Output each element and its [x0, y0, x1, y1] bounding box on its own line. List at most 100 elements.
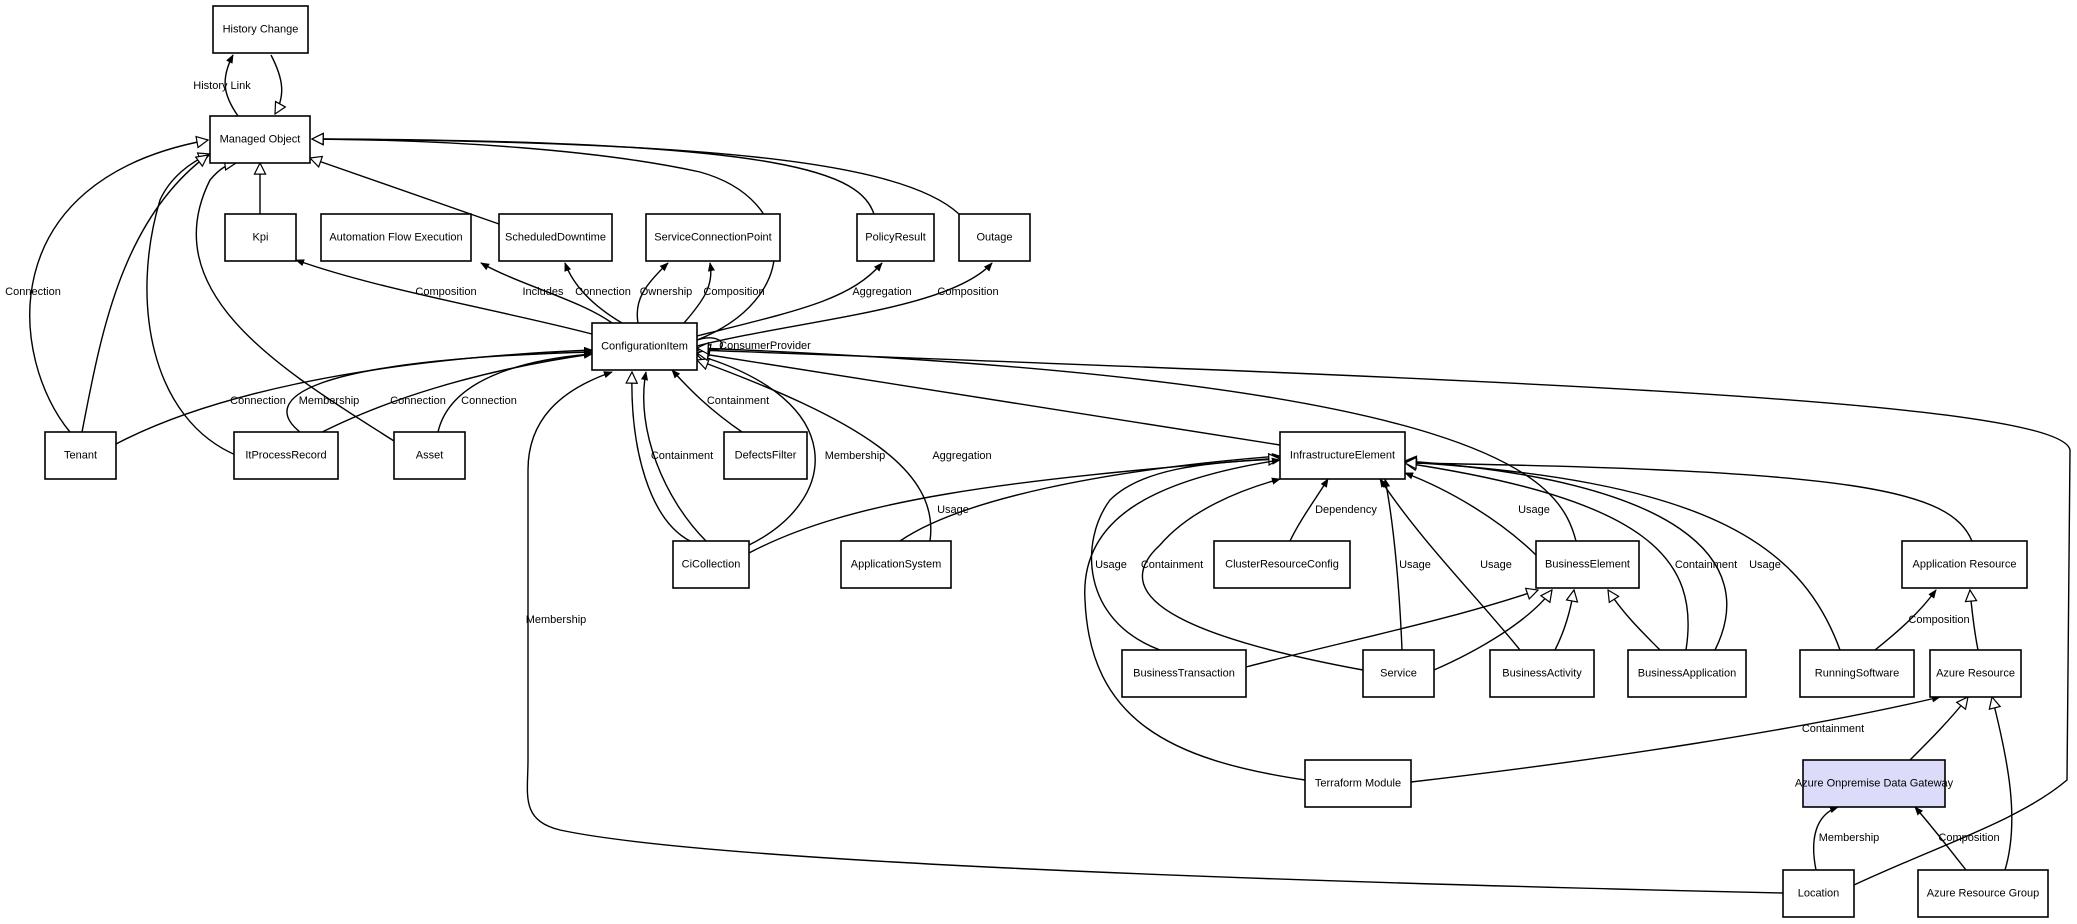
edge-line	[1090, 459, 1280, 651]
node-tenant[interactable]: Tenant	[44, 431, 117, 480]
edge-line	[640, 371, 707, 542]
edge-line	[1289, 478, 1329, 542]
node-box	[44, 431, 117, 480]
node-azure-gateway[interactable]: Azure Onpremise Data Gateway	[1795, 759, 1954, 808]
edge-ci-automation	[480, 262, 613, 324]
node-box	[1121, 649, 1247, 698]
edge-line	[683, 262, 715, 324]
node-running-software[interactable]: RunningSoftware	[1799, 649, 1915, 698]
node-label: DefectsFilter	[735, 449, 797, 461]
node-label: CiCollection	[682, 558, 741, 570]
edge-cluster-dependency	[1289, 478, 1329, 542]
node-label: ConfigurationItem	[601, 340, 688, 352]
edge-line	[1245, 590, 1538, 668]
node-label: History Change	[223, 23, 299, 35]
edge-line	[1410, 695, 1941, 783]
node-business-transaction[interactable]: BusinessTransaction	[1121, 649, 1247, 698]
node-label: Kpi	[253, 231, 269, 243]
node-label: Service	[1380, 667, 1417, 679]
node-kpi[interactable]: Kpi	[224, 213, 297, 262]
node-box	[1304, 759, 1412, 808]
edge-runningsoftware-composition	[1874, 589, 1937, 651]
node-business-application[interactable]: BusinessApplication	[1627, 649, 1747, 698]
node-policy-result[interactable]: PolicyResult	[856, 213, 935, 262]
node-service[interactable]: Service	[1362, 649, 1435, 698]
node-box	[1929, 649, 2022, 698]
edge-gateway-inherits	[1909, 697, 1968, 761]
node-history-change[interactable]: History Change	[212, 5, 309, 54]
node-cluster-resource-config[interactable]: ClusterResourceConfig	[1213, 540, 1351, 589]
node-azure-resource-group[interactable]: Azure Resource Group	[1917, 869, 2049, 918]
edge-line	[1405, 463, 1689, 651]
edge-tenant-connection	[81, 155, 208, 433]
edge-itprocess-ci	[286, 348, 593, 433]
node-box	[958, 213, 1031, 262]
edge-label: Containment	[1675, 559, 1737, 571]
node-configuration-item[interactable]: ConfigurationItem	[591, 322, 698, 371]
node-box	[1901, 540, 2028, 589]
node-label: Azure Resource	[1936, 667, 2015, 679]
node-ci-collection[interactable]: CiCollection	[672, 540, 750, 589]
node-terraform-module[interactable]: Terraform Module	[1304, 759, 1412, 808]
node-box	[856, 213, 935, 262]
edge-defects-ci	[671, 369, 743, 433]
edge-label: Composition	[1938, 832, 1999, 844]
node-box	[1799, 649, 1915, 698]
edge-line	[1405, 462, 1841, 651]
edge-label: Includes	[523, 286, 564, 298]
edge-runningsoftware-infra	[1405, 462, 1841, 651]
edge-service-inherits	[1433, 590, 1552, 671]
node-application-resource[interactable]: Application Resource	[1901, 540, 2028, 589]
node-infrastructure-element[interactable]: InfrastructureElement	[1279, 431, 1406, 480]
node-label: BusinessApplication	[1638, 667, 1736, 679]
node-defects-filter[interactable]: DefectsFilter	[723, 431, 808, 480]
edge-line	[146, 154, 239, 457]
edge-label: Usage	[1518, 504, 1550, 516]
edge-cicollection-inherits	[632, 372, 691, 542]
node-box	[1213, 540, 1351, 589]
edge-label: Composition	[415, 286, 476, 298]
node-service-connection-point[interactable]: ServiceConnectionPoint	[645, 213, 781, 262]
edge-line	[697, 355, 816, 546]
node-managed-object[interactable]: Managed Object	[209, 115, 311, 164]
node-automation-flow[interactable]: Automation Flow Execution	[320, 213, 472, 262]
edge-bizapp-usage	[1405, 461, 1728, 651]
edge-line	[195, 163, 409, 451]
edge-ci-scheduled	[564, 262, 623, 324]
edge-group-gateway	[1914, 806, 1967, 871]
edge-policy-inherits	[312, 139, 875, 215]
edge-bizapp-inherits	[1608, 590, 1661, 651]
node-location[interactable]: Location	[1782, 869, 1855, 918]
edge-azure-inherits	[1970, 590, 1979, 651]
edge-line	[29, 140, 208, 433]
edge-label: Connection	[575, 286, 631, 298]
edge-line	[1874, 589, 1937, 651]
edge-label: Usage	[1399, 559, 1431, 571]
edge-line	[1141, 477, 1364, 671]
node-label: Terraform Module	[1315, 777, 1401, 789]
node-business-element[interactable]: BusinessElement	[1535, 540, 1640, 589]
node-application-system[interactable]: ApplicationSystem	[840, 540, 952, 589]
node-azure-resource[interactable]: Azure Resource	[1929, 649, 2022, 698]
edge-label: Connection	[5, 286, 61, 298]
node-label: Tenant	[64, 449, 97, 461]
edge-history-link-out	[224, 54, 239, 117]
node-label: BusinessActivity	[1502, 667, 1582, 679]
edge-location-membership	[526, 371, 1784, 894]
edge-cicollection-containment	[640, 371, 707, 542]
node-scheduled-downtime[interactable]: ScheduledDowntime	[498, 213, 613, 262]
edge-line	[1383, 478, 1403, 651]
node-box	[224, 213, 297, 262]
node-box	[645, 213, 781, 262]
edge-line	[1914, 806, 1967, 871]
node-itprocess-record[interactable]: ItProcessRecord	[233, 431, 339, 480]
node-label: ServiceConnectionPoint	[654, 231, 771, 243]
edge-asset-inherits	[195, 163, 409, 451]
node-outage[interactable]: Outage	[958, 213, 1031, 262]
edge-label: Membership	[526, 614, 587, 626]
node-asset[interactable]: Asset	[393, 431, 466, 480]
edge-line	[81, 155, 208, 433]
edge-line	[312, 139, 875, 215]
node-business-activity[interactable]: BusinessActivity	[1489, 649, 1595, 698]
